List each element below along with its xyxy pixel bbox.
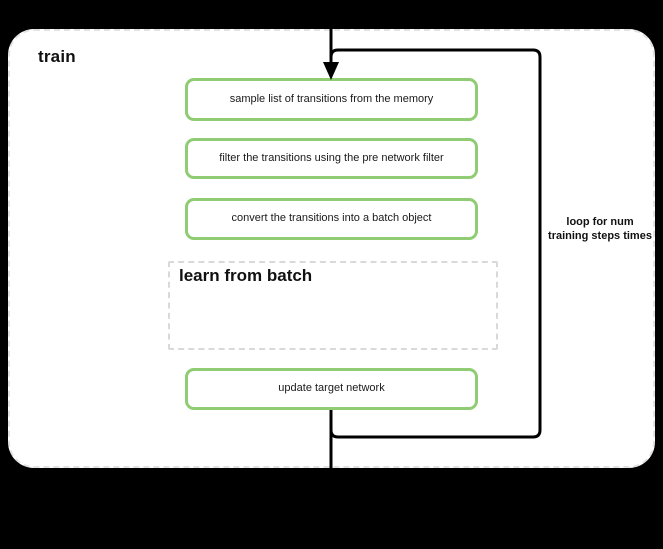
- node-convert-to-batch-label: convert the transitions into a batch obj…: [231, 212, 432, 225]
- node-update-target-network[interactable]: update target network: [185, 368, 478, 410]
- node-convert-to-batch[interactable]: convert the transitions into a batch obj…: [185, 198, 478, 240]
- node-filter-transitions[interactable]: filter the transitions using the pre net…: [185, 138, 478, 179]
- node-update-target-network-label: update target network: [278, 382, 385, 395]
- node-sample-transitions-label: sample list of transitions from the memo…: [229, 92, 434, 105]
- train-group-title: train: [38, 47, 76, 66]
- node-sample-transitions[interactable]: sample list of transitions from the memo…: [185, 78, 478, 121]
- loop-annotation-label: loop for num training steps times: [548, 216, 652, 242]
- node-filter-transitions-label: filter the transitions using the pre net…: [219, 151, 444, 164]
- subgraph-learn-from-batch-title: learn from batch: [179, 266, 313, 285]
